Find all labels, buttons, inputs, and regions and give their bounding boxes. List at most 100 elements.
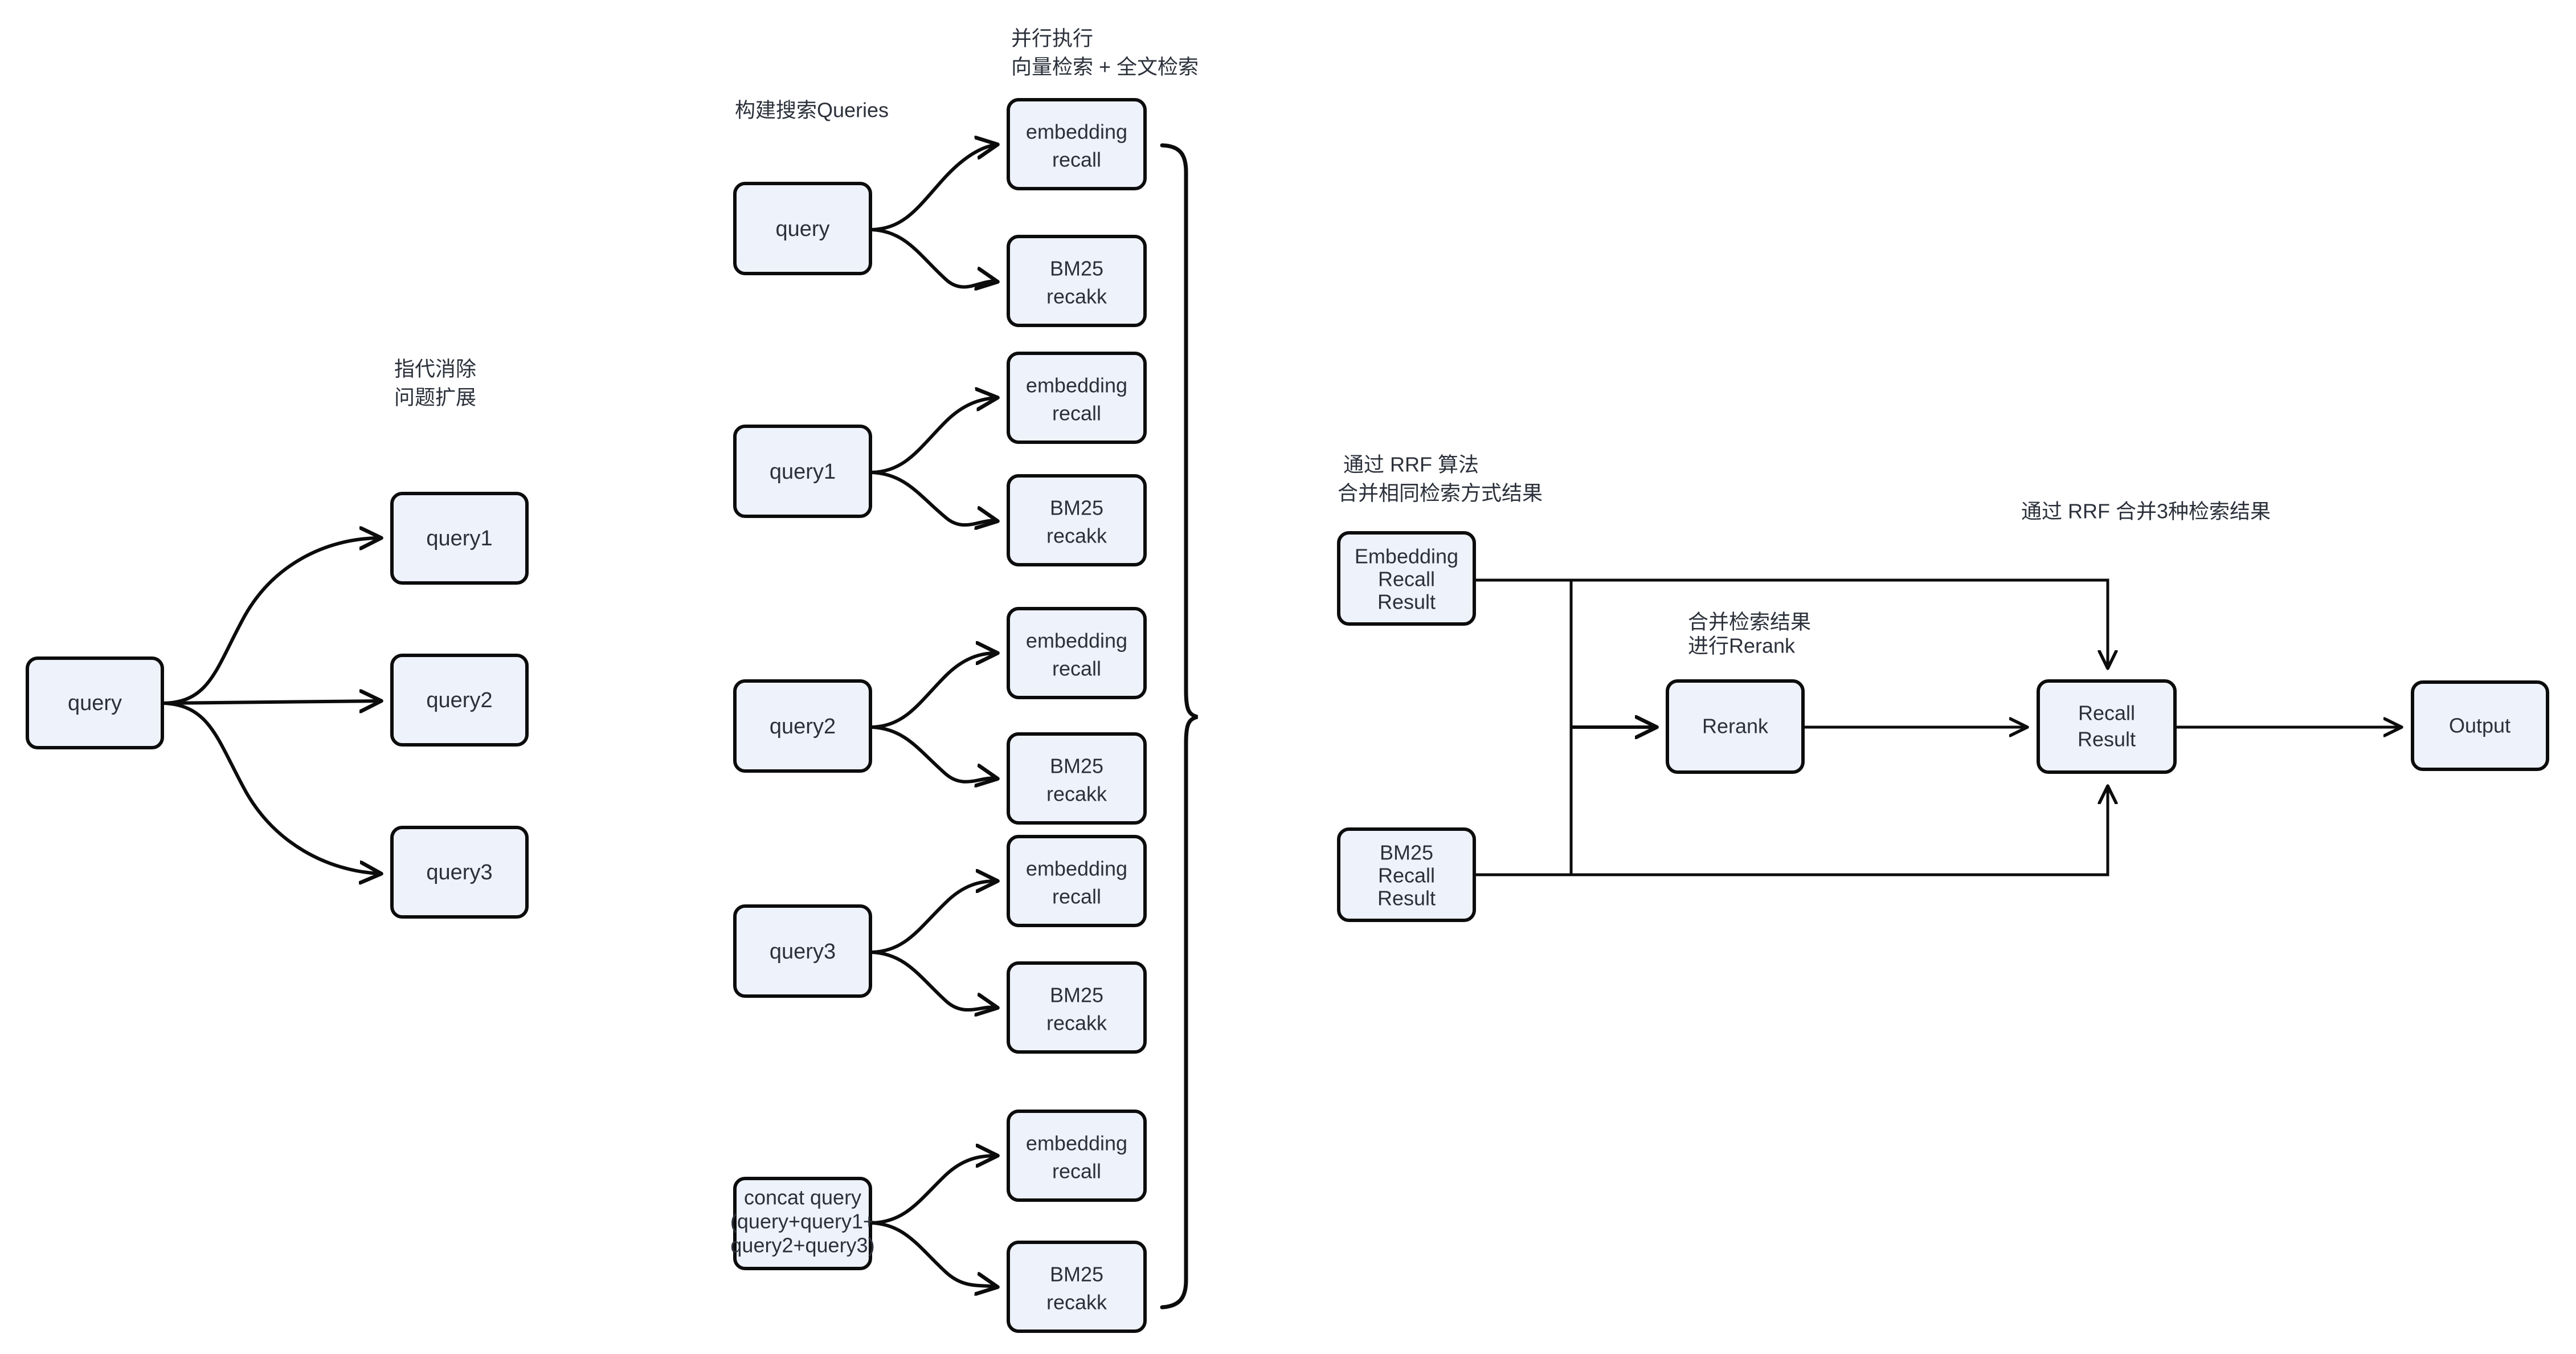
- node-rect[interactable]: [1007, 835, 1147, 927]
- edge-query1-to-embedding: [872, 398, 996, 474]
- node-label: query1: [426, 527, 492, 550]
- node-label-line1: embedding: [1026, 1132, 1127, 1155]
- node-bm25-recall[interactable]: BM25 recakk: [1007, 961, 1147, 1054]
- node-rect[interactable]: [1007, 352, 1147, 444]
- node-embedding-recall[interactable]: embedding recall: [1007, 352, 1147, 444]
- annotation-rewrite-line1: 指代消除: [394, 357, 476, 381]
- node-rect[interactable]: [1337, 531, 1476, 626]
- node-label-line1: embedding: [1026, 857, 1127, 880]
- node-query3[interactable]: query3: [390, 826, 529, 919]
- edge-query1-to-bm25: [872, 471, 996, 525]
- node-label-line1: BM25: [1050, 257, 1103, 280]
- node-bm25-recall-result[interactable]: BM25 Recall Result: [1337, 827, 1476, 922]
- node-label-line3: Result: [1377, 590, 1436, 614]
- node-label: Output: [2449, 714, 2510, 737]
- node-rect[interactable]: [733, 679, 872, 773]
- annotation-parallel-line1: 并行执行: [1011, 27, 1093, 50]
- node-rect[interactable]: [733, 1177, 872, 1270]
- node-bm25-recall[interactable]: BM25 recakk: [1007, 235, 1147, 327]
- annotation-rerank-line2: 进行Rerank: [1688, 634, 1796, 658]
- node-bm25-recall[interactable]: BM25 recakk: [1007, 1241, 1147, 1333]
- node-label-line3: query2+query3): [730, 1234, 874, 1257]
- node-recall-result[interactable]: Recall Result: [2037, 679, 2177, 774]
- node-mid-query2[interactable]: query2: [733, 679, 872, 773]
- node-label: query1: [770, 460, 836, 484]
- node-label-line2: recakk: [1046, 782, 1107, 806]
- node-label-line2: Recall: [1378, 568, 1435, 591]
- edge-query-to-bm25: [872, 228, 996, 287]
- annotation-rerank-line1: 合并检索结果: [1688, 610, 1811, 634]
- node-label: query2: [426, 688, 492, 712]
- section-build-queries: 构建搜索Queries 并行执行 向量检索 + 全文检索 query embed…: [730, 27, 1199, 1333]
- node-label-line1: BM25: [1050, 496, 1103, 520]
- node-label: query: [68, 691, 122, 715]
- node-mid-query3[interactable]: query3: [733, 904, 872, 998]
- node-label: query3: [426, 860, 492, 884]
- node-mid-concat-query[interactable]: concat query (query+query1+ query2+query…: [730, 1177, 875, 1270]
- node-label-line1: embedding: [1026, 374, 1127, 397]
- edge-embedding-result-to-recall-result: [1474, 578, 2108, 667]
- node-mid-query[interactable]: query: [733, 182, 872, 275]
- node-embedding-recall-result[interactable]: Embedding Recall Result: [1337, 531, 1476, 626]
- node-rect[interactable]: [733, 182, 872, 275]
- node-rect[interactable]: [26, 656, 164, 749]
- annotation-rrf-three: 通过 RRF 合并3种检索结果: [2021, 500, 2271, 523]
- node-query1[interactable]: query1: [390, 492, 529, 585]
- node-rect[interactable]: [390, 654, 529, 747]
- node-rect[interactable]: [2037, 679, 2177, 774]
- annotation-rewrite-line2: 问题扩展: [394, 386, 476, 409]
- group-query2: query2 embedding recall BM25 recakk: [733, 607, 1147, 825]
- node-label-line2: recall: [1052, 402, 1101, 425]
- node-mid-query1[interactable]: query1: [733, 425, 872, 518]
- edge-concat-to-embedding: [872, 1156, 996, 1225]
- node-rect[interactable]: [1007, 474, 1147, 566]
- edge-query3-to-embedding: [872, 881, 996, 954]
- edge-query-to-embedding: [872, 145, 996, 231]
- node-label-line1: embedding: [1026, 629, 1127, 652]
- node-embedding-recall[interactable]: embedding recall: [1007, 1110, 1147, 1202]
- node-rerank[interactable]: Rerank: [1666, 679, 1805, 774]
- node-embedding-recall[interactable]: embedding recall: [1007, 98, 1147, 190]
- annotation-parallel-line2: 向量检索 + 全文检索: [1011, 55, 1199, 79]
- node-label-line2: recall: [1052, 657, 1101, 680]
- node-label-line1: concat query: [744, 1186, 861, 1209]
- node-label: query3: [770, 940, 836, 964]
- node-rect[interactable]: [1007, 1241, 1147, 1333]
- edge-query-to-query2: [163, 701, 379, 703]
- node-embedding-recall[interactable]: embedding recall: [1007, 835, 1147, 927]
- node-query2[interactable]: query2: [390, 654, 529, 747]
- node-rect[interactable]: [1007, 235, 1147, 327]
- edge-concat-to-bm25: [872, 1221, 996, 1287]
- section-query-expansion: 指代消除 问题扩展 query query1 query2 qu: [26, 357, 529, 919]
- node-rect[interactable]: [733, 425, 872, 518]
- group-query: query embedding recall BM25 recakk: [733, 98, 1147, 327]
- node-label-line1: Embedding: [1355, 545, 1458, 568]
- node-output[interactable]: Output: [2411, 680, 2549, 771]
- node-label-line2: recakk: [1046, 285, 1107, 308]
- node-bm25-recall[interactable]: BM25 recakk: [1007, 732, 1147, 825]
- node-rect[interactable]: [1007, 607, 1147, 699]
- section-rrf-merge: 通过 RRF 算法 合并相同检索方式结果 合并检索结果 进行Rerank 通过 …: [1337, 453, 2549, 922]
- node-label-line2: recakk: [1046, 524, 1107, 548]
- node-label-line2: recakk: [1046, 1012, 1107, 1035]
- node-label-line2: recall: [1052, 1160, 1101, 1183]
- node-rect[interactable]: [1007, 1110, 1147, 1202]
- node-rect[interactable]: [733, 904, 872, 998]
- node-rect[interactable]: [390, 492, 529, 585]
- node-rect[interactable]: [1007, 98, 1147, 190]
- edge-query2-to-embedding: [872, 653, 996, 729]
- node-label-line1: Recall: [2078, 702, 2135, 725]
- node-rect[interactable]: [1007, 732, 1147, 825]
- node-label: query: [775, 217, 829, 241]
- node-rect[interactable]: [390, 826, 529, 919]
- annotation-build-queries: 构建搜索Queries: [735, 99, 889, 122]
- node-query-source[interactable]: query: [26, 656, 164, 749]
- node-embedding-recall[interactable]: embedding recall: [1007, 607, 1147, 699]
- annotation-rrf-same-line1: 通过 RRF 算法: [1343, 453, 1479, 476]
- node-rect[interactable]: [1007, 961, 1147, 1054]
- grouping-brace: [1160, 143, 1199, 1310]
- node-bm25-recall[interactable]: BM25 recakk: [1007, 474, 1147, 566]
- node-rect[interactable]: [2411, 680, 2549, 771]
